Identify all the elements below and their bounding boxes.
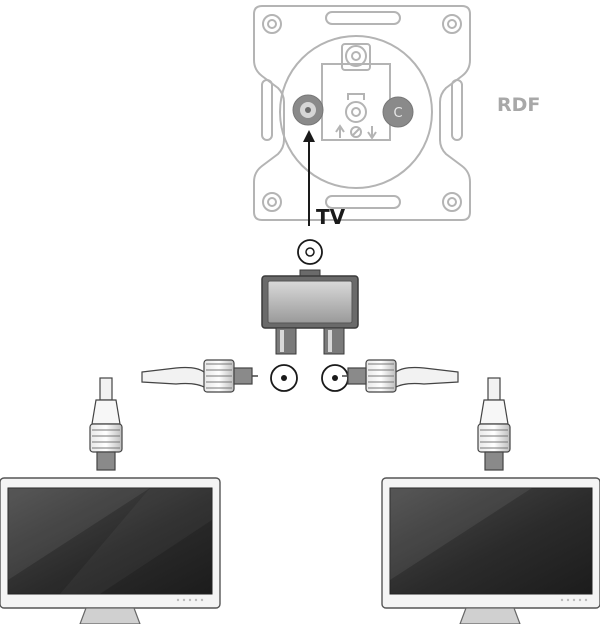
coax-plug-icon xyxy=(342,359,397,393)
wall-rdf-outlet: C xyxy=(382,96,414,128)
splitter-output-port-right xyxy=(321,364,349,392)
wall-screw-hole-tr xyxy=(442,14,462,34)
splitter-input-port xyxy=(297,239,323,265)
tv-label: TV xyxy=(316,205,346,229)
arrow-up-icon xyxy=(303,130,315,226)
rdf-label: RDF xyxy=(497,94,540,116)
coax-splitter-icon xyxy=(261,269,359,355)
splitter-output-port-left xyxy=(270,364,298,392)
wall-screw-hole-tl xyxy=(262,14,282,34)
wall-c-label: C xyxy=(393,106,402,121)
left-coax-cable xyxy=(141,359,258,393)
right-tv-plug xyxy=(477,377,511,471)
tv-monitor-icon xyxy=(0,477,221,624)
wall-screw-hole-br xyxy=(442,192,462,212)
wall-tv-outlet xyxy=(292,94,324,126)
wall-screw-hole-bl xyxy=(262,192,282,212)
wall-plate-outline xyxy=(253,5,471,221)
tv-monitor-icon xyxy=(381,477,600,624)
coax-plug-icon xyxy=(203,359,258,393)
left-tv-plug xyxy=(89,377,123,471)
wall-socket-ring xyxy=(279,35,433,189)
right-coax-cable xyxy=(342,359,459,393)
wall-socket-icon xyxy=(253,5,471,221)
